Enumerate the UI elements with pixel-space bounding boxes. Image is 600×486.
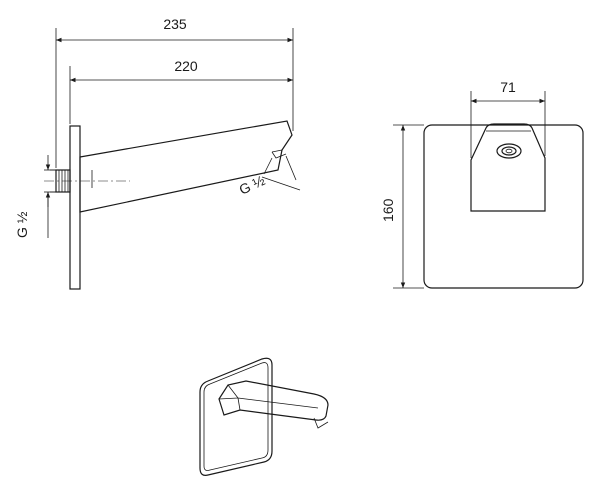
outlet-front — [496, 143, 522, 159]
thread-inlet-label: G ½ — [14, 211, 30, 238]
thread-outlet-label: G ½ — [237, 172, 268, 198]
dim-spout-length: 220 — [174, 58, 198, 74]
wall-plate-perspective — [199, 357, 273, 476]
dim-plate-width: 71 — [500, 79, 516, 95]
spout-perspective — [218, 380, 329, 421]
wall-plate-side — [69, 125, 81, 290]
wall-plate-front — [423, 124, 584, 289]
spout-side — [79, 120, 293, 213]
front-view: 71 160 — [380, 79, 584, 289]
side-view: 235 220 G ½ G ½ — [14, 16, 301, 290]
dim-plate-height: 160 — [380, 198, 396, 222]
spout-front — [470, 123, 546, 212]
perspective-view — [199, 357, 329, 476]
dim-total-length: 235 — [163, 16, 187, 32]
